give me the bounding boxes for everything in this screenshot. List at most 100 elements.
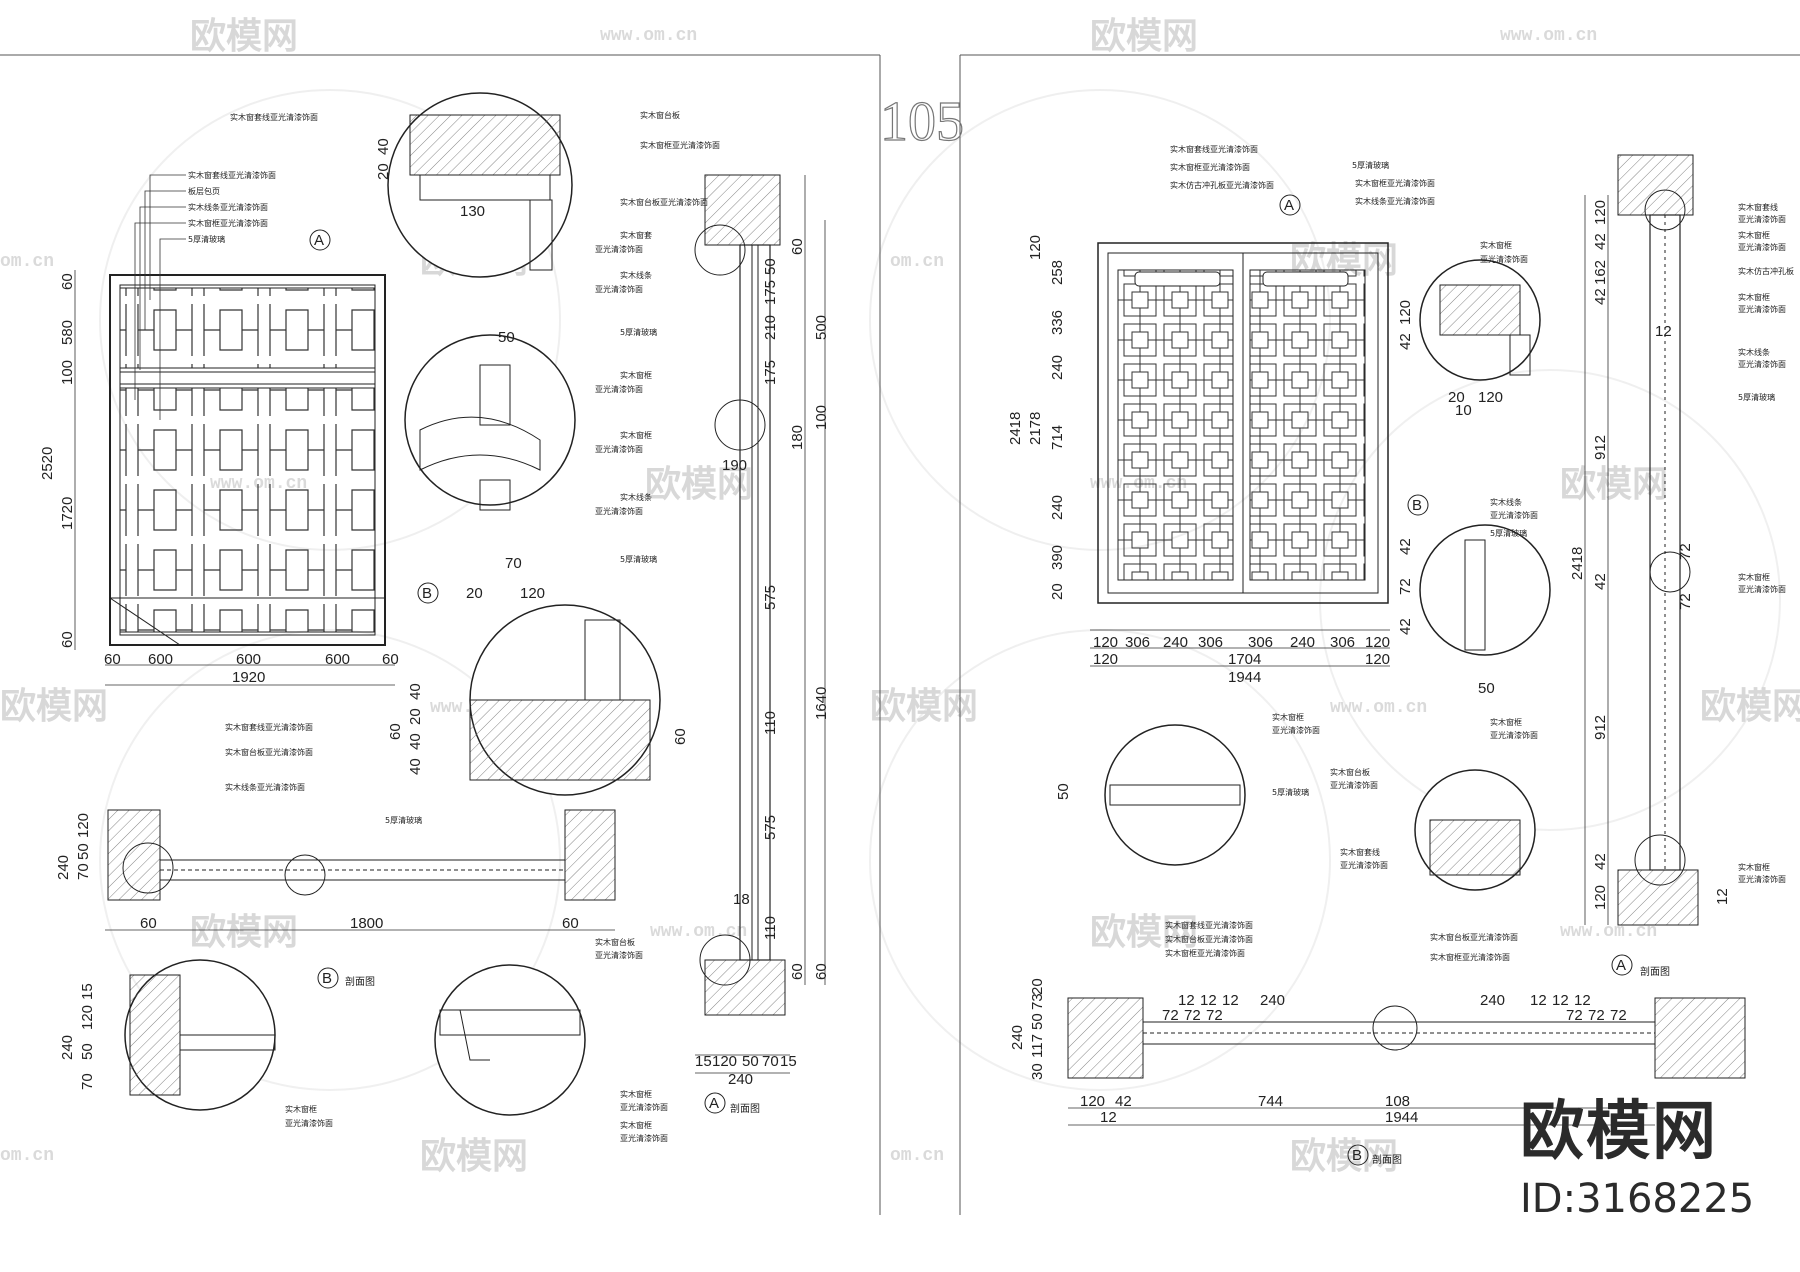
dim-label: 60 xyxy=(59,631,76,648)
dim-label: 120 xyxy=(712,1053,737,1070)
watermark-url: om.cn xyxy=(890,252,944,272)
section-note: 亚光清漆饰面 xyxy=(1738,242,1786,252)
dim-label: 120 xyxy=(520,585,545,602)
watermark-url: www.om.cn xyxy=(1330,698,1427,718)
elevation-note: 5厚清玻璃 xyxy=(1352,160,1389,170)
dim-label: 175 xyxy=(762,360,779,385)
dim-label: 50 xyxy=(75,843,92,860)
dim-total: 1944 xyxy=(1228,669,1261,686)
dim-label: 60 xyxy=(813,963,830,980)
plan-note: 实木窗框亚光清漆饰面 xyxy=(1430,952,1510,962)
dim-label: 70 xyxy=(505,555,522,572)
dim-label: 580 xyxy=(59,320,76,345)
dim-label: 72 xyxy=(1184,1007,1201,1024)
dim-label: 15 xyxy=(79,983,96,1000)
elevation-note: 实木窗套线亚光清漆饰面 xyxy=(1170,144,1258,154)
section-marker-b: B xyxy=(417,582,439,604)
detail-circle-5: 实木窗框 亚光清漆饰面 实木窗框 亚光清漆饰面 xyxy=(434,964,668,1143)
detail-note: 实木窗框 xyxy=(1272,712,1304,722)
dim-label: 306 xyxy=(1125,634,1150,651)
dim-label: 120 xyxy=(1478,389,1503,406)
plan-note: 实木窗套线亚光清漆饰面 xyxy=(1165,920,1253,930)
elevation-note: 实木窗套线亚光清漆饰面 xyxy=(188,170,276,180)
dim-label: 15 xyxy=(780,1053,797,1070)
brand-name: 欧模网 xyxy=(1520,1095,1718,1169)
dim-label: 240 xyxy=(59,1035,76,1060)
section-note: 5厚清玻璃 xyxy=(1738,392,1775,402)
dim-label: 50 xyxy=(1478,680,1495,697)
dim-total: 1920 xyxy=(232,669,265,686)
left-elevation-notes: 实木窗套线亚光清漆饰面 板层包页 实木线条亚光清漆饰面 实木窗框亚光清漆饰面 5… xyxy=(134,170,276,420)
section-note: 亚光清漆饰面 xyxy=(595,444,643,454)
dim-label: 72 xyxy=(1397,578,1414,595)
circle-note: 实木窗框 xyxy=(620,1120,652,1130)
detail-circle-3: 20 120 40 20 40 60 40 60 xyxy=(387,585,689,796)
section-note: 实木窗框 xyxy=(1738,292,1770,302)
dim-label: 600 xyxy=(148,651,173,668)
dim-label: 120 xyxy=(1027,235,1044,260)
dim-label: 20 xyxy=(1049,583,1066,600)
left-section-notes: 实木窗台板亚光清漆饰面 实木窗套 亚光清漆饰面 实木线条 亚光清漆饰面 5厚清玻… xyxy=(595,197,708,960)
marker-label: B xyxy=(1352,1147,1362,1164)
section-note: 实木仿古冲孔板 xyxy=(1738,266,1794,276)
dim-label: 20 xyxy=(466,585,483,602)
section-title-b: B 剖面图 xyxy=(317,967,375,989)
dim-label: 130 xyxy=(460,203,485,220)
dim-total: 2418 xyxy=(1007,412,1024,445)
section-title: 剖面图 xyxy=(345,975,375,988)
detail-note: 实木窗台板 xyxy=(640,110,680,120)
dim-label: 10 xyxy=(1455,402,1472,419)
watermark-url: om.cn xyxy=(0,1146,54,1166)
detail-circle-2: 50 70 xyxy=(404,329,576,572)
section-marker-b: B xyxy=(1407,494,1429,516)
dim-label: 714 xyxy=(1049,425,1066,450)
detail-note: 亚光清漆饰面 xyxy=(1330,780,1378,790)
dim-total: 1944 xyxy=(1385,1109,1418,1126)
right-plan xyxy=(1067,997,1746,1079)
detail-note: 实木线条 xyxy=(1490,497,1522,507)
dim-label: 60 xyxy=(789,963,806,980)
dim-label: 60 xyxy=(104,651,121,668)
section-note: 实木窗框 xyxy=(1738,572,1770,582)
left-plan-dimensions: 60 1800 60 240 50 120 70 xyxy=(55,813,615,932)
watermark-url: www.om.cn xyxy=(650,922,747,942)
section-title-b: B 剖面图 xyxy=(1347,1144,1402,1166)
dim-label: 240 xyxy=(1049,355,1066,380)
dim-label: 60 xyxy=(387,723,404,740)
dim-label: 42 xyxy=(1397,333,1414,350)
dim-label: 744 xyxy=(1258,1093,1283,1110)
right-elevation-notes: 实木窗套线亚光清漆饰面 实木窗框亚光清漆饰面 实木仿古冲孔板亚光清漆饰面 5厚清… xyxy=(1170,144,1435,206)
dim-total: 2520 xyxy=(39,447,56,480)
dim-label: 72 xyxy=(1566,1007,1583,1024)
watermark-url: www.om.cn xyxy=(1500,26,1597,46)
section-note: 亚光清漆饰面 xyxy=(595,950,643,960)
dim-label: 20 xyxy=(1448,389,1465,406)
marker-label: A xyxy=(1284,197,1294,214)
brand-id: ID:3168225 xyxy=(1520,1176,1755,1222)
watermark-url: www.om.cn xyxy=(1560,922,1657,942)
right-plan-notes: 实木窗套线亚光清漆饰面 实木窗台板亚光清漆饰面 实木窗框亚光清漆饰面 实木窗台板… xyxy=(1165,920,1518,962)
section-note: 亚光清漆饰面 xyxy=(595,506,643,516)
section-note: 亚光清漆饰面 xyxy=(1738,584,1786,594)
detail-note: 亚光清漆饰面 xyxy=(1490,730,1538,740)
left-plan-notes: 实木窗套线亚光清漆饰面 实木窗台板亚光清漆饰面 实木线条亚光清漆饰面 5厚清玻璃 xyxy=(225,722,422,825)
watermark-text: 欧模网 xyxy=(1700,686,1800,727)
marker-label: B xyxy=(322,970,332,987)
dim-label: 42 xyxy=(1397,538,1414,555)
right-elevation xyxy=(1097,242,1389,604)
section-title: 剖面图 xyxy=(730,1102,760,1115)
dim-label: 12 xyxy=(1530,992,1547,1009)
section-note: 实木窗台板亚光清漆饰面 xyxy=(620,197,708,207)
section-title: 剖面图 xyxy=(1640,965,1670,978)
dim-label: 190 xyxy=(722,457,747,474)
dim-label: 15 xyxy=(695,1053,712,1070)
dim-label: 912 xyxy=(1592,715,1609,740)
dim-label: 42 xyxy=(1397,618,1414,635)
dim-label: 100 xyxy=(59,360,76,385)
watermark-text: 欧模网 xyxy=(190,16,298,57)
right-section-dimensions: 120 42 162 42 912 42 72 72 912 42 120 12… xyxy=(1569,195,1731,925)
section-title-a: A 剖面图 xyxy=(1611,954,1670,978)
left-elevation-dimensions: 60 600 600 600 60 1920 60 580 100 1720 6… xyxy=(39,270,399,686)
dim-total: 2418 xyxy=(1569,547,1586,580)
section-note: 亚光清漆饰面 xyxy=(595,284,643,294)
